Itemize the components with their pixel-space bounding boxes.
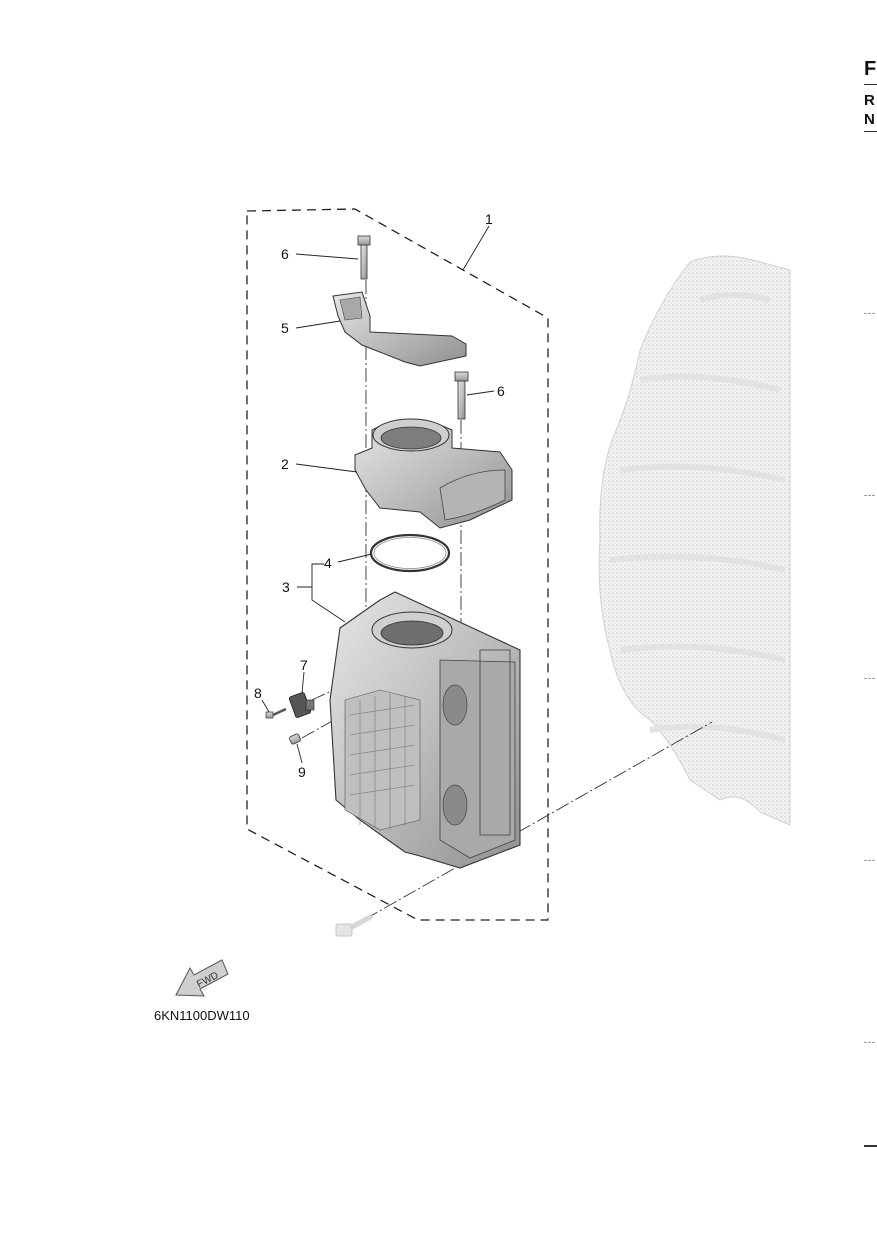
side-letter-n: N [864, 111, 875, 128]
bolt-6-upper [357, 235, 371, 280]
callout-7: 7 [300, 657, 308, 673]
callout-5: 5 [281, 320, 289, 336]
o-ring-4-inner [373, 537, 447, 569]
callout-3: 3 [282, 579, 290, 595]
callout-8: 8 [254, 685, 262, 701]
leader-lines [261, 225, 495, 764]
callout-6-lower: 6 [497, 383, 505, 399]
side-tick: --- [864, 490, 876, 500]
side-rule [864, 131, 877, 132]
callout-9: 9 [298, 764, 306, 780]
sensor-7 [288, 692, 315, 718]
side-rule [864, 1145, 877, 1147]
engine-ghost-silhouette [598, 255, 791, 826]
callout-2: 2 [281, 456, 289, 472]
bracket-5 [332, 291, 467, 367]
callout-4: 4 [324, 555, 332, 571]
plug-9 [289, 733, 301, 745]
assembly-boundary [246, 208, 549, 921]
callout-1: 1 [485, 211, 493, 227]
fwd-arrow-icon: FWD [175, 959, 229, 997]
diagram-code: 6KN1100DW110 [154, 1008, 250, 1023]
side-rule [864, 84, 877, 85]
throttle-body-2 [354, 418, 513, 529]
screw-8 [265, 707, 287, 719]
side-letter-r: R [864, 92, 875, 109]
side-tick: --- [864, 673, 876, 683]
intake-manifold-3 [329, 591, 521, 869]
side-letter-f: F [864, 58, 877, 80]
callout-6-upper: 6 [281, 246, 289, 262]
side-tick: --- [864, 1037, 876, 1047]
bolt-6-lower [454, 371, 469, 420]
ghost-bolt [335, 913, 374, 937]
side-tick: --- [864, 308, 876, 318]
o-ring-4 [369, 533, 451, 573]
side-tick: --- [864, 855, 876, 865]
bracket-5-tab [339, 296, 363, 321]
